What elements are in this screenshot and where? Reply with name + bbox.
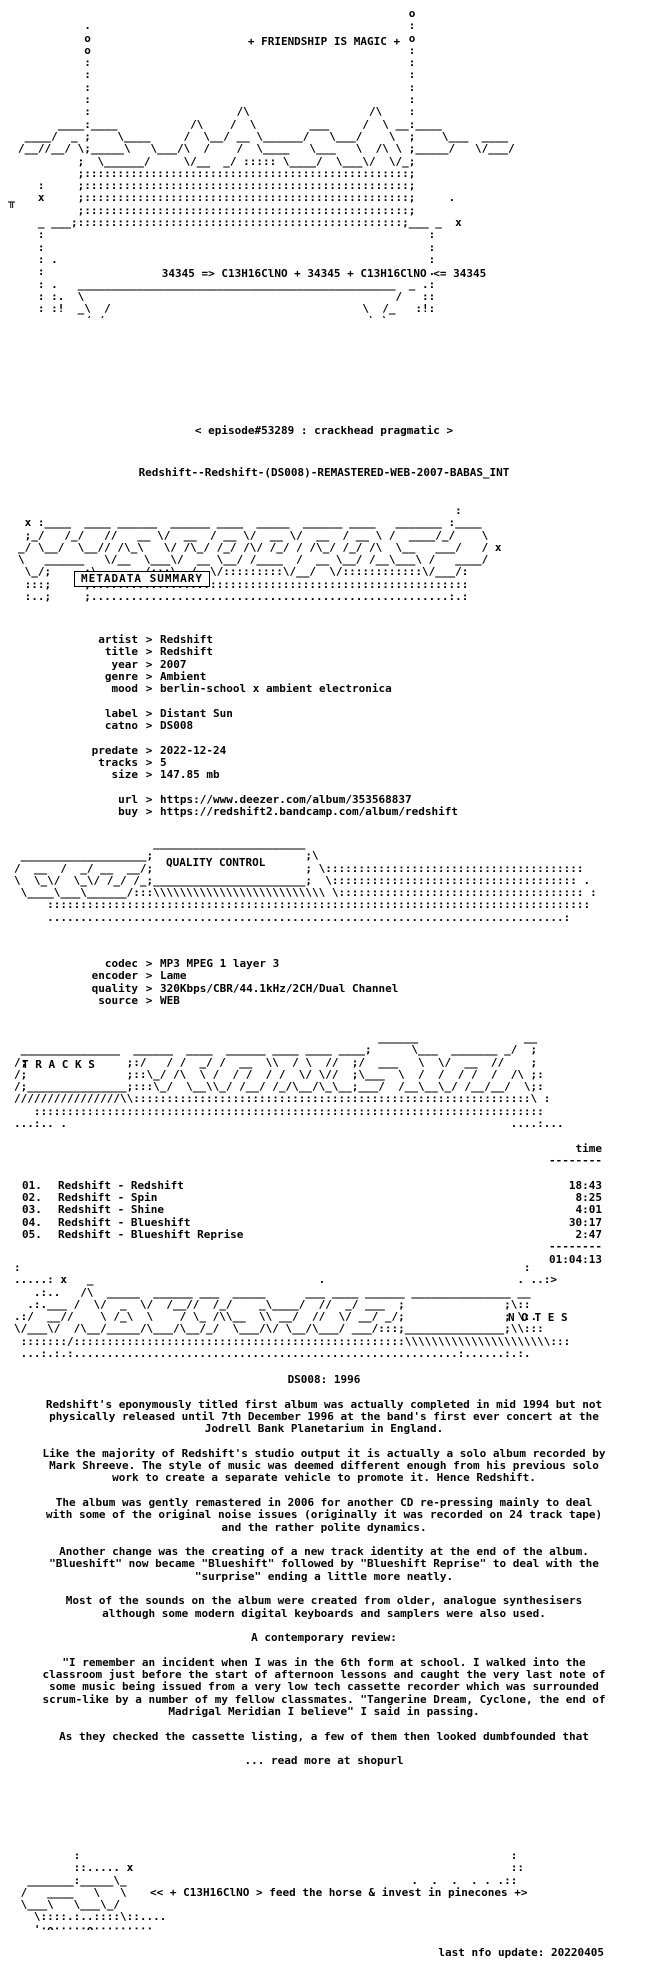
metadata-row-year: year>2007 [111,657,187,671]
notes-paragraph: The album was gently remastered in 2006 … [45,1495,603,1534]
header-ascii-art: o . : o o o : : [18,8,515,318]
quality-ascii-art: _______________________ ________________… [14,838,597,924]
notes-body: DS008: 1996 Redshift's eponymously title… [40,1373,608,1780]
metadata-row-buy[interactable]: buy>https://redshift2.bandcamp.com/album… [118,805,459,819]
metadata-row-tracks: tracks>5 [98,755,167,769]
tracks-ascii-art: ______ __ _______________ ______ ____ __… [14,1032,564,1131]
quality-row-encoder: encoder>Lame [91,969,187,983]
total-rule: -------- [549,1240,602,1254]
metadata-row-title: title>Redshift [104,645,213,659]
release-name: Redshift--Redshift-(DS008)-REMASTERED-WE… [138,467,510,479]
metadata-row-url[interactable]: url>https://www.deezer.com/album/3535688… [118,792,412,806]
read-more-link[interactable]: ... read more at shopurl [244,1754,404,1768]
footer-ascii-art: : : ::..... x :: _______:_____\_ [20,1850,544,1930]
tracks-section-label: T R A C K S [22,1059,95,1071]
metadata-row-size: size>147.85 mb [111,768,220,782]
url-link[interactable]: https://www.deezer.com/album/353568837 [160,792,412,806]
metadata-row-label: label>Distant Sun [104,706,233,720]
notes-ascii-art: : : .....: x _ . . ..:> .:.. /\ _____ __… [14,1262,571,1361]
total-time: 01:04:13 [549,1252,602,1266]
metadata-row-catno: catno>DS008 [104,719,194,733]
review-paragraph: "I remember an incident when I was in th… [42,1655,606,1719]
notes-paragraph: Like the majority of Redshift's studio o… [42,1446,606,1485]
last-update: last nfo update: 20220405 [438,1947,604,1959]
tagline: + FRIENDSHIP IS MAGIC + [247,36,401,48]
formula-line: 34345 => C13H16ClNO + 34345 + C13H16ClNO… [161,268,487,280]
notes-paragraph: Redshift's eponymously titled first albu… [45,1397,603,1436]
notes-heading: DS008: 1996 [287,1373,361,1386]
buy-link[interactable]: https://redshift2.bandcamp.com/album/red… [160,805,459,819]
metadata-row-mood: mood>berlin-school x ambient electronica [111,682,392,696]
time-header-rule: -------- [549,1154,602,1168]
notes-section-label: N O T E S [508,1312,568,1324]
quality-row-source: source>WEB [98,993,180,1007]
metadata-list: artist>Redshift title>Redshift year>2007… [60,633,459,819]
corner-glyph: ╥ [8,196,16,209]
quality-list: codec>MP3 MPEG 1 layer 3 encoder>Lame qu… [60,957,399,1007]
metadata-row-artist: artist>Redshift [98,633,213,646]
notes-paragraph: Most of the sounds on the album were cre… [65,1594,583,1620]
review-paragraph: As they checked the cassette listing, a … [59,1729,589,1743]
metadata-section-label: METADATA SUMMARY [74,571,210,588]
notes-paragraph: Another change was the creating of a new… [49,1545,599,1583]
metadata-row-predate: predate>2022-12-24 [91,743,227,757]
time-header: time [575,1142,603,1155]
quality-row-quality: quality>320Kbps/CBR/44.1kHz/2CH/Dual Cha… [91,981,399,995]
quality-row-codec: codec>MP3 MPEG 1 layer 3 [104,957,280,970]
metadata-row-genre: genre>Ambient [104,669,207,683]
review-heading: A contemporary review: [251,1631,397,1645]
footer-slogan: << + C13H16ClNO > feed the horse & inves… [150,1887,528,1899]
quality-section-label: QUALITY CONTROL [166,857,266,869]
metadata-ascii-art: : x :____ ____ ______ ______ ____ _____ … [18,505,502,604]
episode-line: < episode#53289 : crackhead pragmatic > [194,425,454,437]
